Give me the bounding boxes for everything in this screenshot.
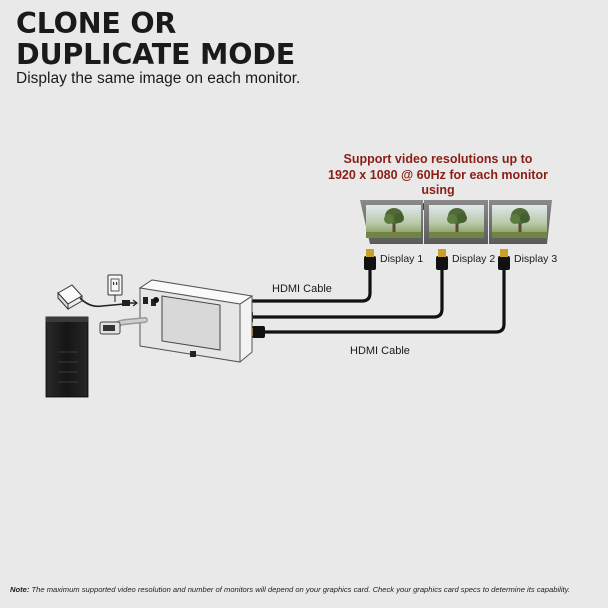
hdmi-cables [242,266,506,334]
resolution-callout-line-1: Support video resolutions up to [343,152,533,166]
hdmi-connector-icon [498,249,510,270]
footnote: Note: The maximum supported video resolu… [10,585,602,594]
display-2-label: Display 2 [452,253,496,265]
hdmi-cable-label-top: HDMI Cable [272,283,332,295]
monitor-bank [360,200,552,244]
hdmi-connector-icon [436,249,448,270]
resolution-callout-line-2: 1920 x 1080 @ 60Hz for each monitor usin… [328,167,548,198]
cable-to-display-1 [242,266,372,303]
monitor-icon [489,200,552,244]
usb-connector-icon [99,321,121,335]
power-adapter-icon [57,284,138,311]
page-title: CLONE OR DUPLICATE MODE [16,8,295,70]
footnote-prefix: Note: [10,585,30,594]
title-line-2: DUPLICATE MODE [16,38,295,71]
cable-to-display-3 [260,266,506,334]
cable-to-display-2 [248,266,444,319]
laptop-icon [45,316,89,398]
docking-adapter-icon [138,279,254,363]
footnote-text: The maximum supported video resolution a… [29,585,570,594]
display-3-label: Display 3 [514,253,558,265]
monitor-icon [360,200,423,244]
hdmi-cable-label-bottom: HDMI Cable [350,345,410,357]
power-outlet-icon [107,274,123,302]
title-line-1: CLONE OR [16,7,177,40]
monitor-icon [424,200,488,244]
hdmi-connector-icon [364,249,376,270]
display-connectors [364,249,510,270]
display-1-label: Display 1 [380,253,424,265]
page-subtitle: Display the same image on each monitor. [16,70,301,87]
